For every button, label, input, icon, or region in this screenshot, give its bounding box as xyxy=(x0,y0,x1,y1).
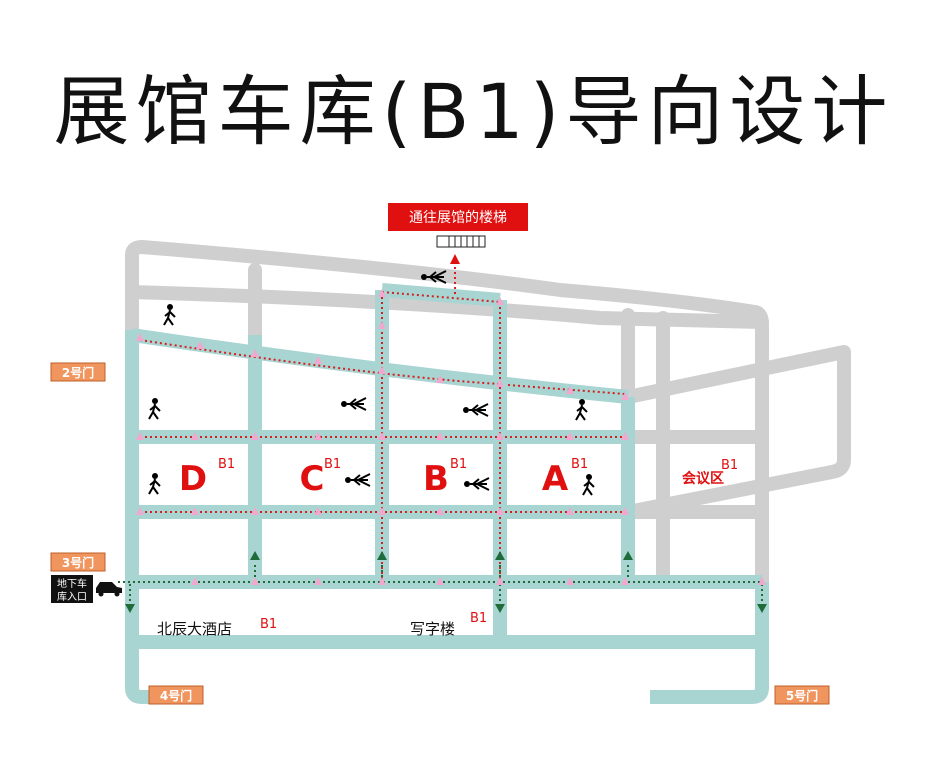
marker-triangle xyxy=(314,577,322,585)
office-label: 写字楼 xyxy=(410,620,455,638)
marker-triangle xyxy=(136,432,144,440)
pedestrian-icons xyxy=(148,270,595,496)
gate-5-badge xyxy=(774,685,830,705)
pedestrian-icon xyxy=(575,399,588,421)
pedestrian-running-icon xyxy=(464,477,490,491)
marker-triangle xyxy=(566,577,574,585)
marker-triangle xyxy=(436,577,444,585)
gate-2-badge xyxy=(50,362,106,382)
marker-triangle xyxy=(191,577,199,585)
marker-triangle xyxy=(378,432,386,440)
marker-triangle xyxy=(496,577,504,585)
gate-3-label: 3号门 xyxy=(62,555,94,570)
zone-d-letter: D xyxy=(179,459,207,499)
car-icon xyxy=(96,582,122,597)
marker-triangle xyxy=(378,507,386,515)
marker-triangle xyxy=(196,341,204,349)
marker-triangle xyxy=(191,507,199,515)
green-up-arrow-icon xyxy=(495,551,505,560)
marker-triangle xyxy=(136,333,144,341)
marker-triangle xyxy=(378,577,386,585)
gate-badges: 2号门 3号门 4号门 5号门 xyxy=(50,362,830,705)
office-level: B1 xyxy=(470,611,487,626)
zone-a-level: B1 xyxy=(571,457,588,472)
marker-triangle xyxy=(378,366,386,374)
up-arrow-icon xyxy=(450,254,460,264)
marker-triangle xyxy=(251,349,259,357)
pedestrian-running-icon xyxy=(463,403,489,417)
green-up-arrow-icon xyxy=(250,551,260,560)
gate-4-label: 4号门 xyxy=(160,688,192,703)
marker-triangle xyxy=(436,375,444,383)
stairs-label: 通往展馆的楼梯 xyxy=(409,210,507,226)
marker-triangle xyxy=(251,507,259,515)
pedestrian-icon xyxy=(148,398,161,420)
gate-2-label: 2号门 xyxy=(62,365,94,380)
marker-triangle xyxy=(436,432,444,440)
pedestrian-running-icon xyxy=(341,397,367,411)
marker-triangle xyxy=(496,507,504,515)
marker-triangle xyxy=(621,577,629,585)
building-labels: 北辰大酒店 B1 写字楼 B1 xyxy=(157,611,487,638)
zone-labels: D B1 C B1 B B1 A B1 会议区 B1 xyxy=(179,457,738,499)
marker-triangle xyxy=(566,432,574,440)
pedestrian-icon xyxy=(582,474,595,496)
hotel-level: B1 xyxy=(260,617,277,632)
marker-triangle xyxy=(496,432,504,440)
conference-label: 会议区 xyxy=(682,470,724,487)
marker-triangle xyxy=(251,577,259,585)
pedestrian-running-icon xyxy=(421,270,447,284)
marker-triangle xyxy=(758,577,766,585)
pedestrian-icon xyxy=(163,304,176,326)
direction-markers xyxy=(136,289,766,585)
conference-level: B1 xyxy=(721,458,738,473)
garage-entrance-line2: 库入口 xyxy=(57,590,87,603)
stairs-label-box xyxy=(388,203,528,231)
gate-4-badge xyxy=(148,685,204,705)
green-down-arrow-icon xyxy=(495,604,505,613)
marker-triangle xyxy=(191,432,199,440)
green-arrows xyxy=(125,551,767,613)
marker-triangle xyxy=(251,432,259,440)
marker-triangle xyxy=(378,289,386,297)
marker-triangle xyxy=(621,392,629,400)
marker-triangle xyxy=(314,432,322,440)
gate-3-badge xyxy=(50,552,106,572)
marker-triangle xyxy=(566,507,574,515)
zone-b-letter: B xyxy=(423,459,449,499)
marker-triangle xyxy=(314,507,322,515)
page-title: 展馆车库(B1)导向设计 xyxy=(53,67,894,156)
garage-entrance-line1: 地下车 xyxy=(57,577,87,590)
green-up-arrow-icon xyxy=(377,551,387,560)
pedestrian-running-icon xyxy=(345,473,371,487)
marker-triangle xyxy=(136,507,144,515)
marker-triangle xyxy=(496,297,504,305)
marker-triangle xyxy=(496,379,504,387)
green-up-arrow-icon xyxy=(623,551,633,560)
hotel-label: 北辰大酒店 xyxy=(157,620,232,638)
zone-a-letter: A xyxy=(542,459,569,499)
pedestrian-icon xyxy=(148,473,161,495)
marker-triangle xyxy=(378,321,386,329)
stairs-sign: 通往展馆的楼梯 xyxy=(388,203,528,264)
marker-triangle xyxy=(314,356,322,364)
gate-5-label: 5号门 xyxy=(786,688,818,703)
marker-triangle xyxy=(566,386,574,394)
green-down-arrow-icon xyxy=(125,604,135,613)
zone-d-level: B1 xyxy=(218,457,235,472)
zone-b-level: B1 xyxy=(450,457,467,472)
marker-triangle xyxy=(621,432,629,440)
zone-c-level: B1 xyxy=(324,457,341,472)
marker-triangle xyxy=(621,507,629,515)
zone-c-letter: C xyxy=(300,459,325,499)
marker-triangle xyxy=(436,507,444,515)
garage-entrance: 地下车 库入口 xyxy=(51,575,122,603)
stairs-icon xyxy=(436,235,486,248)
garage-entrance-box xyxy=(51,575,93,603)
green-down-arrow-icon xyxy=(757,604,767,613)
walking-routes xyxy=(139,262,626,580)
